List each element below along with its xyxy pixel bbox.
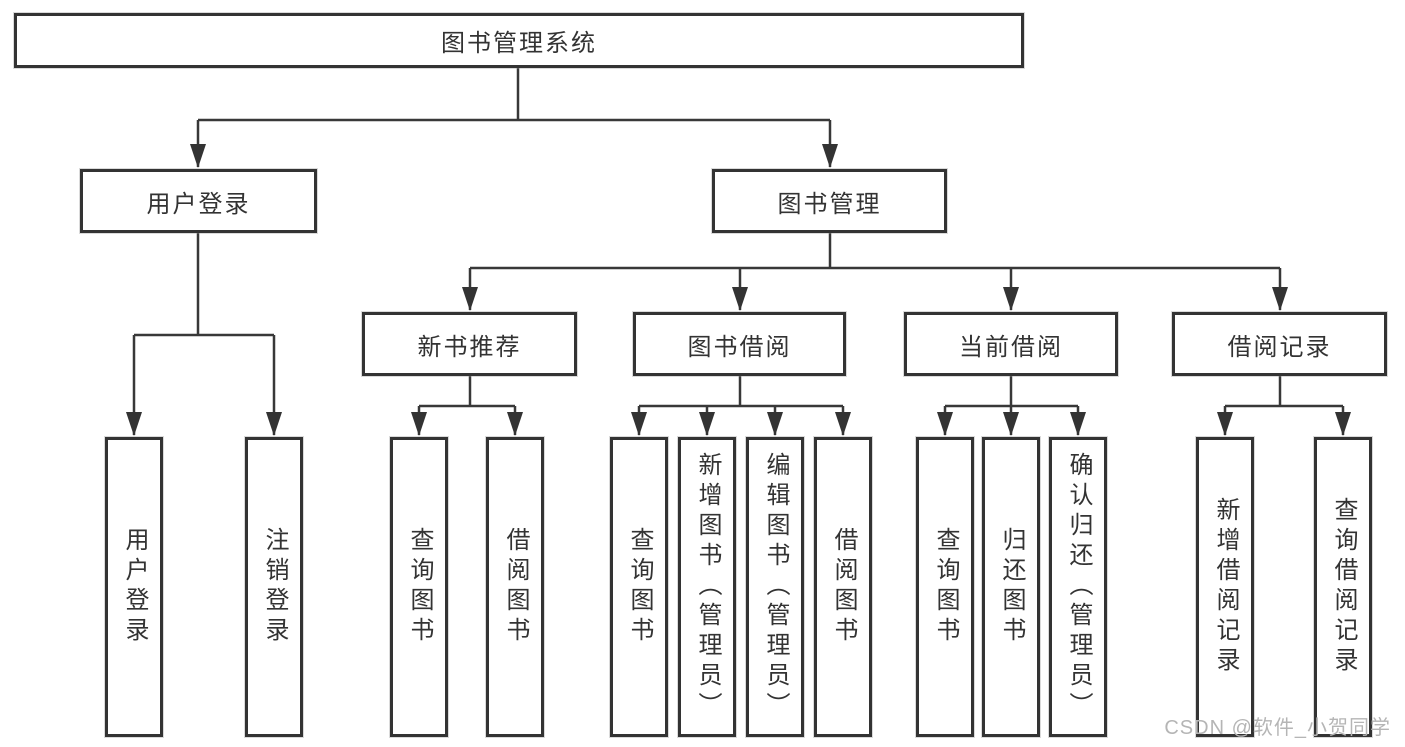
leaf-return-books: 归还图书 [982,437,1040,737]
leaf-add-books-admin: 新增图书（管理员） [678,437,736,737]
leaf-add-borrow-record: 新增借阅记录 [1196,437,1254,737]
leaf-query-books-2: 查询图书 [610,437,668,737]
leaf-borrow-books-2: 借阅图书 [814,437,872,737]
leaf-confirm-return-admin: 确认归还（管理员） [1049,437,1107,737]
node-book-borrowing: 图书借阅 [633,312,846,376]
node-user-login: 用户登录 [80,169,317,233]
leaf-user-login: 用户登录 [105,437,163,737]
node-book-management: 图书管理 [712,169,947,233]
watermark: CSDN @软件_小贺同学 [1164,717,1391,739]
node-new-book-recommendation: 新书推荐 [362,312,577,376]
leaf-edit-books-admin: 编辑图书（管理员） [746,437,804,737]
leaf-logout: 注销登录 [245,437,303,737]
leaf-query-borrow-record: 查询借阅记录 [1314,437,1372,737]
node-current-borrowing: 当前借阅 [904,312,1118,376]
leaf-borrow-books-1: 借阅图书 [486,437,544,737]
leaf-query-books-3: 查询图书 [916,437,974,737]
leaf-query-books-1: 查询图书 [390,437,448,737]
node-borrowing-records: 借阅记录 [1172,312,1387,376]
node-library-management-system: 图书管理系统 [14,13,1024,68]
